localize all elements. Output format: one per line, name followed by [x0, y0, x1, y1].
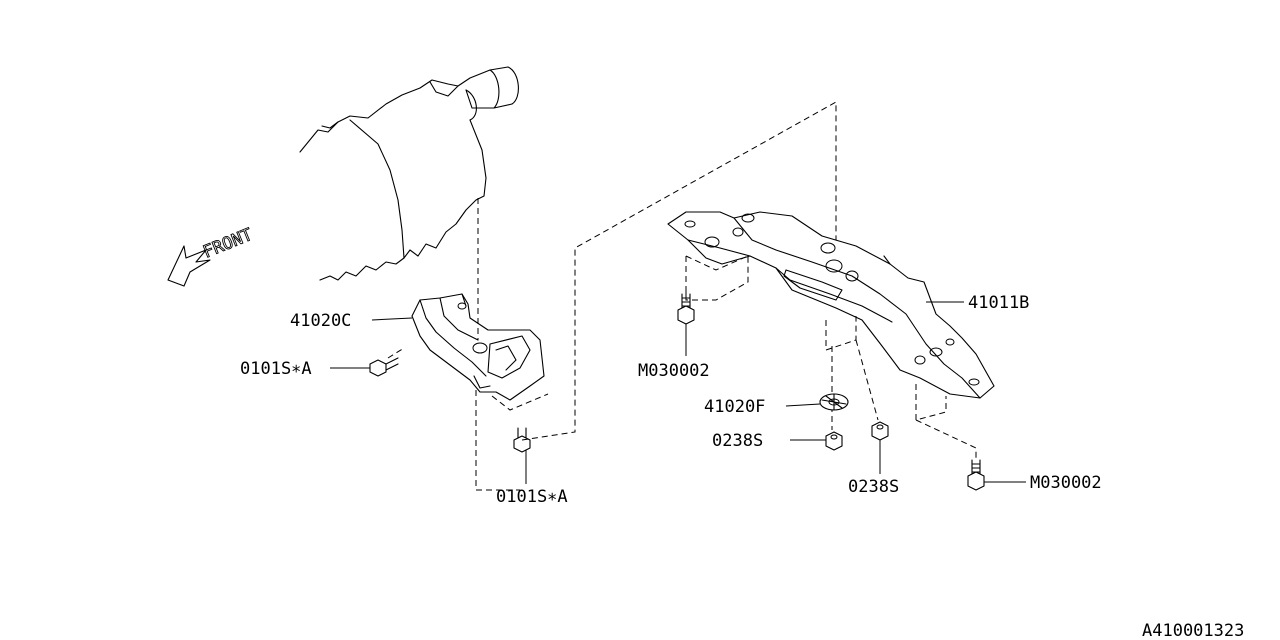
- leader-lines: [330, 301, 1026, 484]
- callout-41011B: 41011B: [968, 293, 1029, 313]
- callout-0238S-bottom: 0238S: [848, 477, 899, 497]
- stopper-41020F: [819, 393, 849, 411]
- bolt-M030002-right: [967, 459, 985, 491]
- front-label: FRONT: [200, 225, 255, 263]
- bolt-0101S-bottom: [513, 427, 531, 453]
- crossmember-41011B: [667, 211, 995, 399]
- callout-41020F: 41020F: [704, 397, 765, 417]
- callout-M030002-left: M030002: [638, 361, 710, 381]
- bolt-0101S-left: [369, 357, 399, 377]
- mount-bracket-41020C: [411, 293, 545, 401]
- callout-M030002-right: M030002: [1030, 473, 1102, 493]
- callout-0238S-left: 0238S: [712, 431, 763, 451]
- diagram-id: A410001323: [1142, 621, 1244, 640]
- callout-0101S-left: 0101S∗A: [240, 359, 312, 379]
- assembly-dash-lines: [387, 101, 977, 491]
- front-arrow: FRONT: [167, 224, 256, 287]
- callout-41020C: 41020C: [290, 311, 351, 331]
- nut-0238S-left: [825, 431, 843, 451]
- nut-0238S-right: [871, 421, 889, 441]
- transmission: [299, 66, 519, 281]
- callout-0101S-bottom: 0101S∗A: [496, 487, 568, 507]
- bolt-M030002-left: [677, 293, 695, 325]
